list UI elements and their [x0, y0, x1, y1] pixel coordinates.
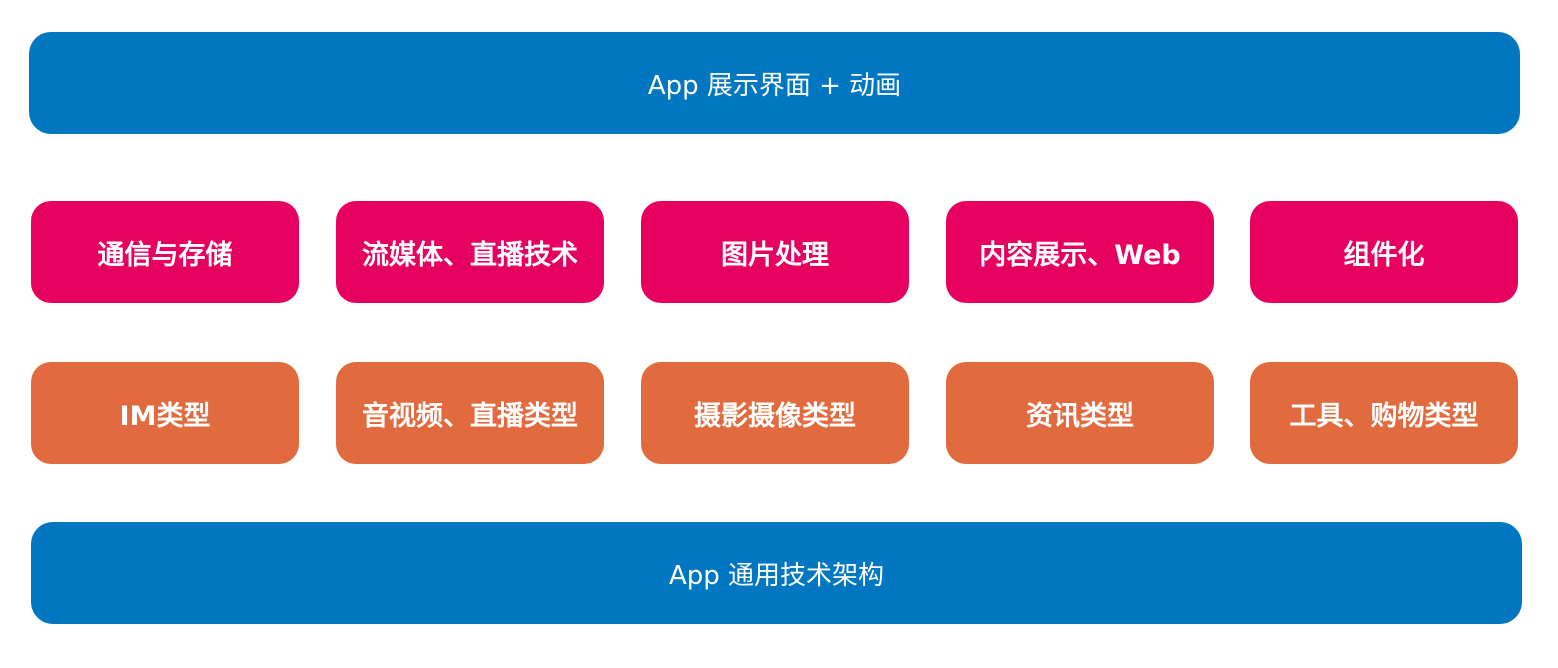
top-layer-display-bar: App 展示界面 + 动画 [29, 32, 1520, 134]
type-box-news: 资讯类型 [946, 362, 1214, 464]
bottom-layer-architecture-bar: App 通用技术架构 [31, 522, 1522, 624]
tech-box-component: 组件化 [1250, 201, 1518, 303]
type-box-label: 资讯类型 [1026, 400, 1134, 432]
tech-box-label: 图片处理 [721, 239, 829, 271]
type-box-photo: 摄影摄像类型 [641, 362, 909, 464]
tech-box-image: 图片处理 [641, 201, 909, 303]
tech-box-content-web: 内容展示、Web [946, 201, 1214, 303]
type-box-label: 工具、购物类型 [1289, 400, 1479, 432]
tech-box-label: 通信与存储 [97, 239, 233, 271]
bottom-layer-label: App 通用技术架构 [668, 560, 885, 591]
type-box-tools-shopping: 工具、购物类型 [1250, 362, 1518, 464]
tech-box-label: 内容展示、Web [979, 239, 1181, 271]
app-type-row: IM类型 音视频、直播类型 摄影摄像类型 资讯类型 工具、购物类型 [31, 362, 1518, 464]
tech-box-label: 组件化 [1343, 239, 1425, 271]
tech-layer-row: 通信与存储 流媒体、直播技术 图片处理 内容展示、Web 组件化 [31, 201, 1518, 303]
tech-box-storage: 通信与存储 [31, 201, 299, 303]
tech-box-streaming: 流媒体、直播技术 [336, 201, 604, 303]
tech-box-label: 流媒体、直播技术 [362, 239, 578, 271]
type-box-im: IM类型 [31, 362, 299, 464]
top-layer-label: App 展示界面 + 动画 [647, 70, 902, 101]
type-box-label: 音视频、直播类型 [362, 400, 578, 432]
type-box-video-live: 音视频、直播类型 [336, 362, 604, 464]
type-box-label: 摄影摄像类型 [694, 400, 856, 432]
type-box-label: IM类型 [119, 400, 211, 432]
